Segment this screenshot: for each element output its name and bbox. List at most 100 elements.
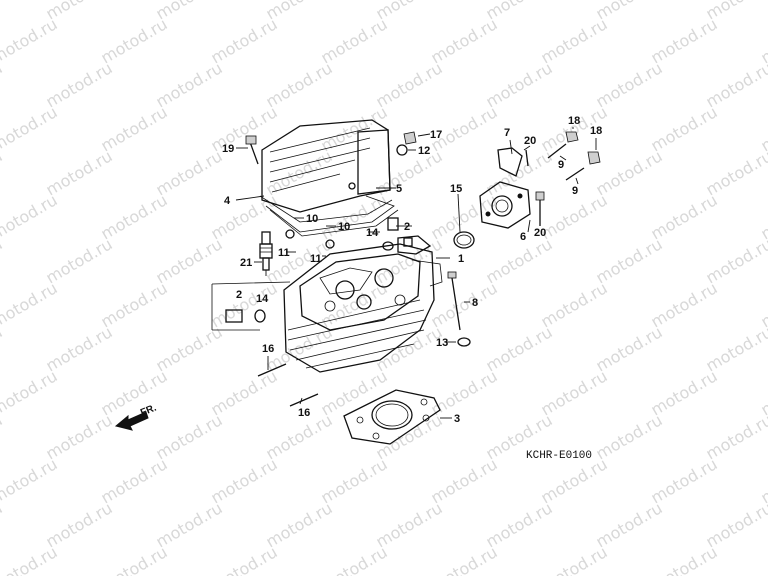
watermark-text: motod.ru bbox=[208, 278, 281, 331]
watermark-text: motod.ru bbox=[43, 58, 116, 111]
watermark-text: motod.ru bbox=[263, 498, 336, 551]
cover-gasket bbox=[265, 195, 399, 237]
callout-7: 7 bbox=[504, 127, 510, 139]
watermark-text: motod.ru bbox=[318, 102, 391, 155]
callout-11-b: 11 bbox=[310, 253, 322, 265]
watermark-text: motod.ru bbox=[98, 366, 171, 419]
watermark-text: motod.ru bbox=[0, 278, 61, 331]
bracket bbox=[497, 147, 545, 226]
cylinder-head-cover bbox=[259, 119, 393, 223]
head-studs bbox=[257, 363, 319, 407]
watermark-text: motod.ru bbox=[648, 542, 721, 576]
watermark-text: motod.ru bbox=[98, 278, 171, 331]
watermark-text: motod.ru bbox=[428, 14, 501, 67]
callout-17: 17 bbox=[430, 129, 442, 141]
watermark-text: motod.ru bbox=[428, 542, 501, 576]
cylinder-head bbox=[211, 235, 443, 373]
watermark-text: motod.ru bbox=[0, 190, 61, 243]
watermark-text: motod.ru bbox=[43, 234, 116, 287]
watermark-text: motod.ru bbox=[703, 322, 768, 375]
callout-10-a: 10 bbox=[306, 213, 318, 225]
callout-9-b: 9 bbox=[572, 185, 578, 197]
watermark-text: motod.ru bbox=[0, 234, 6, 287]
watermark-text: motod.ru bbox=[0, 0, 6, 23]
watermark-text: motod.ru bbox=[428, 454, 501, 507]
watermark-text: motod.ru bbox=[153, 498, 226, 551]
watermark-text: motod.ru bbox=[0, 14, 61, 67]
watermark-text: motod.ru bbox=[593, 410, 666, 463]
watermark-text: motod.ru bbox=[373, 234, 446, 287]
watermark-text: motod.ru bbox=[538, 14, 611, 67]
watermark-text: motod.ru bbox=[263, 58, 336, 111]
watermark-text: motod.ru bbox=[263, 234, 336, 287]
callout-15: 15 bbox=[450, 183, 462, 195]
callout-13: 13 bbox=[436, 337, 448, 349]
watermark-text: motod.ru bbox=[538, 278, 611, 331]
watermark-text: motod.ru bbox=[0, 366, 61, 419]
callout-16-b: 16 bbox=[298, 407, 310, 419]
callout-2-a: 2 bbox=[404, 221, 410, 233]
watermark-text: motod.ru bbox=[593, 146, 666, 199]
watermark-text: motod.ru bbox=[373, 410, 446, 463]
watermark-text: motod.ru bbox=[373, 58, 446, 111]
watermark-text: motod.ru bbox=[43, 410, 116, 463]
watermark-text: motod.ru bbox=[758, 542, 768, 576]
watermark-text: motod.ru bbox=[0, 410, 6, 463]
watermark-text: motod.ru bbox=[593, 58, 666, 111]
long-bolt bbox=[447, 271, 471, 347]
leader-lines bbox=[235, 127, 597, 419]
callout-19: 19 bbox=[222, 143, 234, 155]
callout-14-b: 14 bbox=[256, 293, 269, 305]
watermark-text: motod.ru bbox=[538, 454, 611, 507]
callout-1: 1 bbox=[458, 253, 464, 265]
callout-6: 6 bbox=[520, 231, 526, 243]
callout-2-b: 2 bbox=[236, 289, 242, 301]
head-gasket bbox=[343, 389, 441, 445]
callout-8: 8 bbox=[472, 297, 478, 309]
watermark-text: motod.ru bbox=[648, 366, 721, 419]
watermark-text: motod.ru bbox=[538, 542, 611, 576]
watermark-text: motod.ru bbox=[0, 322, 6, 375]
watermark-text: motod.ru bbox=[208, 366, 281, 419]
watermark-text: motod.ru bbox=[483, 322, 556, 375]
watermark-text: motod.ru bbox=[98, 14, 171, 67]
watermark-text: motod.ru bbox=[208, 14, 281, 67]
callout-5: 5 bbox=[396, 183, 402, 195]
callout-16-a: 16 bbox=[262, 343, 274, 355]
stud-bolts-right bbox=[547, 131, 601, 181]
callout-labels: 19 17 12 4 5 10 10 2 14 11 11 21 1 15 7 … bbox=[222, 115, 602, 425]
callout-14-a: 14 bbox=[366, 227, 379, 239]
watermark-text: motod.ru bbox=[648, 190, 721, 243]
watermark-text: motod.ru bbox=[703, 410, 768, 463]
watermark-text: motod.ru bbox=[373, 322, 446, 375]
watermark-text: motod.ru bbox=[483, 58, 556, 111]
watermark-text: motod.ru bbox=[98, 454, 171, 507]
watermark-text: motod.ru bbox=[0, 498, 6, 551]
callout-12: 12 bbox=[418, 145, 430, 157]
watermark-text: motod.ru bbox=[593, 498, 666, 551]
callout-11-a: 11 bbox=[278, 247, 290, 259]
front-label: FR. bbox=[139, 402, 158, 418]
watermark-text: motod.ru bbox=[208, 102, 281, 155]
callout-10-b: 10 bbox=[338, 221, 350, 233]
watermark-text: motod.ru bbox=[43, 498, 116, 551]
watermark-text: motod.ru bbox=[43, 146, 116, 199]
cover-bolts bbox=[245, 131, 417, 165]
watermark-text: motod.ru bbox=[318, 542, 391, 576]
watermark-text: motod.ru bbox=[208, 454, 281, 507]
watermark-text: motod.ru bbox=[648, 278, 721, 331]
watermark-text: motod.ru bbox=[208, 542, 281, 576]
watermark-text: motod.ru bbox=[373, 498, 446, 551]
intake-insulator bbox=[453, 181, 531, 249]
watermark-text: motod.ru bbox=[153, 146, 226, 199]
callout-20-a: 20 bbox=[524, 135, 536, 147]
watermark-text: motod.ru bbox=[483, 498, 556, 551]
watermark-text: motod.ru bbox=[703, 58, 768, 111]
watermark-text: motod.ru bbox=[703, 234, 768, 287]
watermark-text: motod.ru bbox=[703, 498, 768, 551]
watermark-text: motod.ru bbox=[98, 190, 171, 243]
watermark-text: motod.ru bbox=[593, 234, 666, 287]
callout-3: 3 bbox=[454, 413, 460, 425]
watermark-text: motod.ru bbox=[153, 234, 226, 287]
